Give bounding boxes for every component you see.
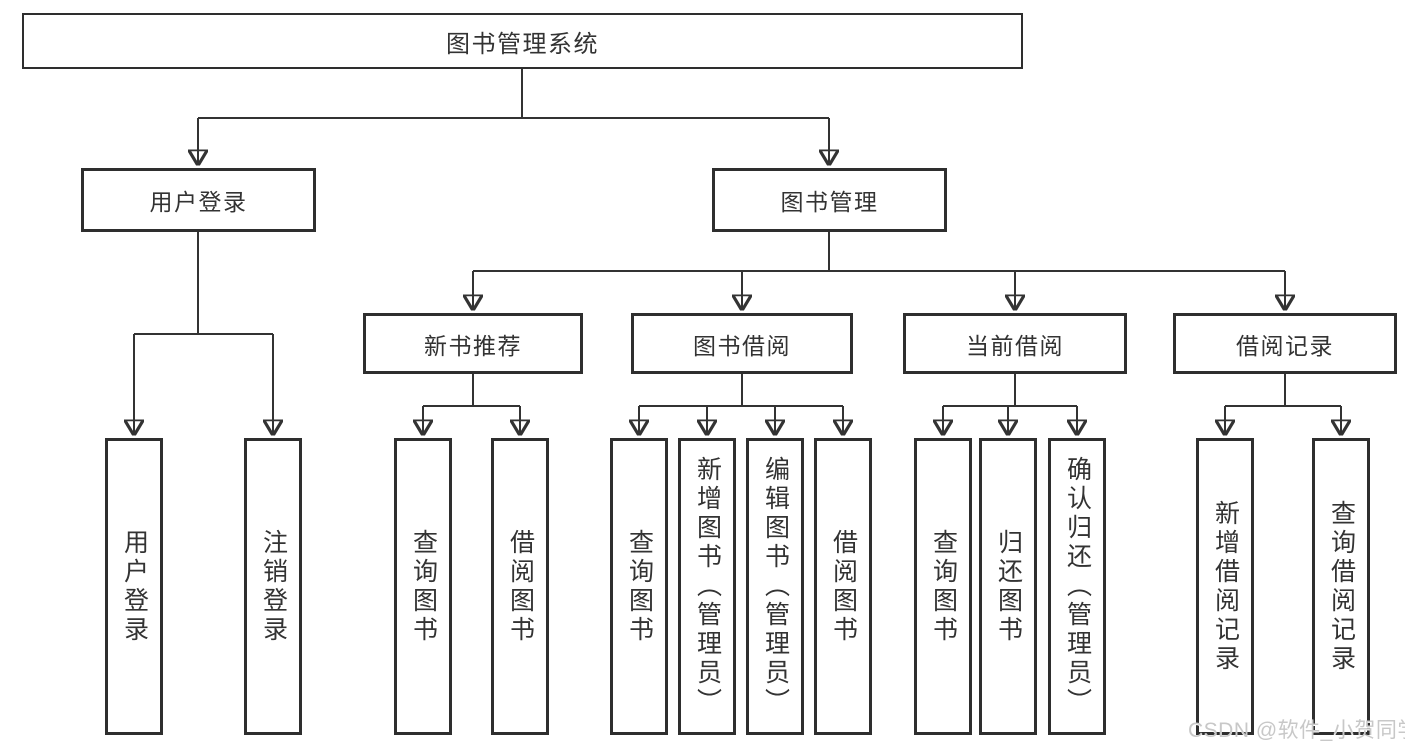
leaf-query-book-2-label: 查询图书 bbox=[625, 528, 654, 645]
node-book-mgmt-label: 图书管理 bbox=[780, 189, 879, 215]
leaf-query-book-3: 查询图书 bbox=[914, 438, 972, 735]
leaf-add-book-admin-label: 新增图书（管理员） bbox=[693, 456, 722, 717]
leaf-return-book-label: 归还图书 bbox=[994, 528, 1023, 645]
node-current-borrow-label: 当前借阅 bbox=[966, 332, 1064, 359]
node-borrow-record-label: 借阅记录 bbox=[1236, 332, 1334, 359]
leaf-borrow-book-1-label: 借阅图书 bbox=[506, 528, 535, 645]
node-new-book-recommend: 新书推荐 bbox=[363, 313, 583, 374]
tree-trunk-lines bbox=[134, 68, 1341, 407]
leaf-query-borrow-record-label: 查询借阅记录 bbox=[1327, 499, 1356, 674]
watermark: CSDN @软件_小贺同学 bbox=[1188, 719, 1405, 742]
leaf-user-login: 用户登录 bbox=[105, 438, 163, 735]
leaf-query-borrow-record: 查询借阅记录 bbox=[1312, 438, 1370, 735]
leaf-borrow-book-1: 借阅图书 bbox=[491, 438, 549, 735]
leaf-logout-login: 注销登录 bbox=[244, 438, 302, 735]
leaf-confirm-return-admin-label: 确认归还（管理员） bbox=[1063, 456, 1092, 717]
leaf-query-book-1-label: 查询图书 bbox=[409, 528, 438, 645]
leaf-confirm-return-admin: 确认归还（管理员） bbox=[1048, 438, 1106, 735]
leaf-logout-login-label: 注销登录 bbox=[259, 528, 288, 645]
leaf-add-book-admin: 新增图书（管理员） bbox=[678, 438, 736, 735]
node-user-login: 用户登录 bbox=[81, 168, 316, 232]
node-root: 图书管理系统 bbox=[22, 13, 1023, 69]
leaf-borrow-book-2: 借阅图书 bbox=[814, 438, 872, 735]
node-root-label: 图书管理系统 bbox=[446, 30, 599, 58]
leaf-edit-book-admin: 编辑图书（管理员） bbox=[746, 438, 804, 735]
leaf-add-borrow-record-label: 新增借阅记录 bbox=[1211, 499, 1240, 674]
node-book-borrow-label: 图书借阅 bbox=[693, 332, 791, 359]
leaf-query-book-3-label: 查询图书 bbox=[929, 528, 958, 645]
leaf-edit-book-admin-label: 编辑图书（管理员） bbox=[761, 456, 790, 717]
leaf-return-book: 归还图书 bbox=[979, 438, 1037, 735]
node-current-borrow: 当前借阅 bbox=[903, 313, 1127, 374]
leaf-query-book-1: 查询图书 bbox=[394, 438, 452, 735]
leaf-borrow-book-2-label: 借阅图书 bbox=[829, 528, 858, 645]
node-borrow-record: 借阅记录 bbox=[1173, 313, 1397, 374]
leaf-query-book-2: 查询图书 bbox=[610, 438, 668, 735]
leaf-user-login-label: 用户登录 bbox=[120, 528, 149, 645]
node-user-login-label: 用户登录 bbox=[149, 189, 248, 215]
leaf-add-borrow-record: 新增借阅记录 bbox=[1196, 438, 1254, 735]
node-book-borrow: 图书借阅 bbox=[631, 313, 853, 374]
node-book-mgmt: 图书管理 bbox=[712, 168, 947, 232]
node-new-book-recommend-label: 新书推荐 bbox=[424, 332, 522, 359]
